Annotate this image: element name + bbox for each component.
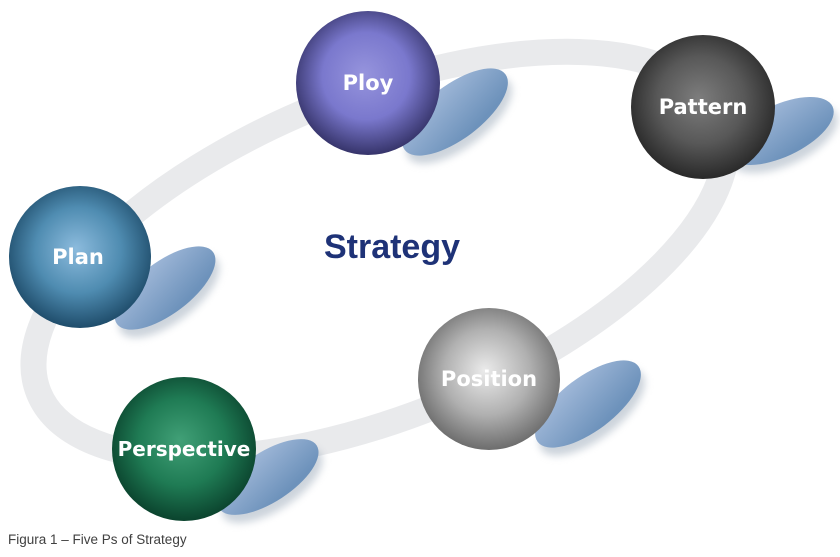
ploy-label: Ploy <box>343 71 394 95</box>
node-perspective: Perspective <box>112 377 323 523</box>
figure-caption: Figura 1 – Five Ps of Strategy <box>8 532 187 547</box>
plan-sphere <box>9 186 151 328</box>
node-position: Position <box>418 308 645 456</box>
plan-label: Plan <box>52 245 104 269</box>
pattern-label: Pattern <box>659 95 748 119</box>
ploy-sphere <box>296 11 440 155</box>
perspective-sphere <box>112 377 256 521</box>
strategy-title: Strategy <box>324 228 460 266</box>
pattern-sphere <box>631 35 775 179</box>
node-pattern: Pattern <box>631 35 838 179</box>
node-ploy: Ploy <box>296 11 512 164</box>
perspective-shadow-swoosh <box>217 439 319 515</box>
perspective-label: Perspective <box>118 437 251 461</box>
position-label: Position <box>441 367 537 391</box>
plan-shadow-swoosh <box>114 246 216 330</box>
node-plan: Plan <box>9 186 220 338</box>
ploy-shadow-swoosh <box>402 68 508 156</box>
position-shadow-swoosh <box>535 360 641 448</box>
position-sphere <box>418 308 560 450</box>
